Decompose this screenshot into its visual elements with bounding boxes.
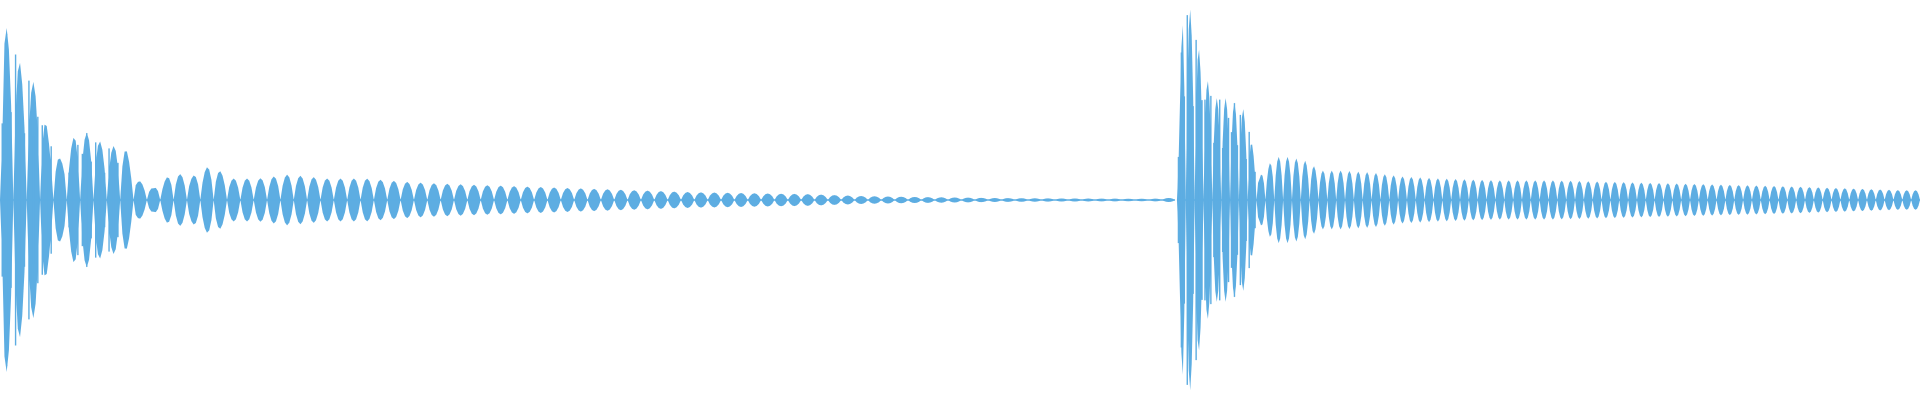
waveform-layer bbox=[0, 9, 1920, 391]
